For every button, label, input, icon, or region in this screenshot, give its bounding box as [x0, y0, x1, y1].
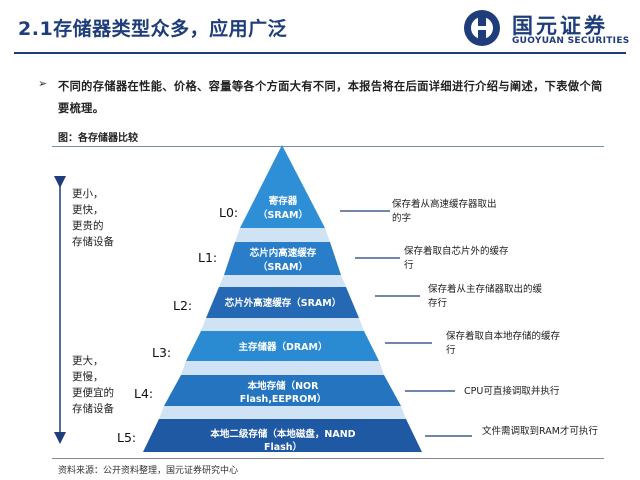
- company-logo: 国元证券 GUOYUAN SECURITIES: [460, 8, 635, 52]
- footer-divider: [52, 458, 604, 459]
- tier-l2-line: 芯片外高速缓存（SRAM）: [225, 297, 341, 309]
- logo-english-name: GUOYUAN SECURITIES: [512, 36, 630, 46]
- tier-l5: [143, 419, 422, 452]
- tier-l1-line: （SRAM）: [258, 261, 308, 273]
- tier-band: [201, 318, 364, 331]
- tier-l1: [224, 242, 341, 275]
- bullet-text: 不同的存储器在性能、价格、容量等各个方面大有不同，本报告将在后面详细进行介绍与阐…: [58, 80, 603, 115]
- page-title: 2.1存储器类型众多，应用广泛: [18, 18, 288, 40]
- tier-l0-line: 寄存器: [269, 195, 298, 207]
- level-label-l4: L4:: [134, 386, 154, 401]
- level-desc-l0: 保存着从高速缓存器取出的字: [392, 199, 497, 224]
- level-label-l3: L3:: [152, 345, 172, 360]
- side-note-line: 存储设备: [72, 236, 114, 248]
- tier-l3: [186, 331, 379, 361]
- tier-band: [235, 228, 330, 242]
- logo-name: 国元证券: [512, 14, 608, 38]
- tier-l1-line: 芯片内高速缓存: [250, 247, 317, 259]
- guoyuan-logo-icon: [464, 10, 500, 46]
- tier-l5-line: 本地二级存储（本地磁盘，NAND: [210, 428, 355, 440]
- level-desc-l1: 保存着取自芯片外的缓存行: [404, 246, 509, 271]
- tier-l4-line: Flash,EEPROM）: [240, 393, 326, 405]
- level-label-l2: L2:: [173, 298, 193, 313]
- page-header: 2.1存储器类型众多，应用广泛 国元证券 GUOYUAN SECURITIES: [0, 0, 640, 58]
- level-label-l5: L5:: [117, 430, 137, 445]
- side-note-line: 更便宜的: [72, 387, 114, 399]
- tier-band: [219, 275, 346, 287]
- tier-l4: [164, 375, 401, 406]
- level-desc-l2: 保存着从主存储器取出的缓存行: [428, 284, 543, 309]
- arrow-right-icon: ➢: [38, 77, 48, 90]
- side-note-line: 更大，: [72, 355, 104, 367]
- figure-top-divider: [52, 146, 604, 147]
- header-divider: [14, 52, 626, 54]
- tier-band: [159, 406, 406, 419]
- side-note-line: 更快，: [72, 204, 104, 216]
- tier-l5-line: Flash）: [264, 441, 302, 453]
- level-label-l0: L0:: [219, 205, 239, 220]
- level-desc-l3: 保存着取自本地存储的缓存行: [446, 331, 561, 356]
- tier-l0-line: （SRAM）: [258, 209, 308, 221]
- level-desc-l5: 文件需调取到RAM才可执行: [482, 426, 598, 437]
- side-note-line: 更小，: [72, 188, 104, 200]
- tier-l4-line: 本地存储（NOR: [248, 380, 320, 392]
- figure-caption: 图：各存储器比较: [58, 133, 138, 144]
- level-label-l1: L1:: [198, 250, 218, 265]
- tier-l3-line: 主存储器（DRAM）: [238, 341, 327, 353]
- tier-l0: [240, 145, 325, 228]
- tier-l2: [206, 287, 359, 318]
- side-note-bottom: 更大， 更慢， 更便宜的 存储设备: [72, 353, 132, 417]
- source-note: 资料来源：公开资料整理，国元证券研究中心: [58, 466, 239, 476]
- level-desc-l4: CPU可直接调取并执行: [464, 386, 560, 397]
- side-note-top: 更小， 更快， 更贵的 存储设备: [72, 186, 132, 250]
- side-note-line: 更慢，: [72, 371, 104, 383]
- side-note-line: 更贵的: [72, 220, 104, 232]
- side-note-line: 存储设备: [72, 403, 114, 415]
- tier-band: [181, 361, 384, 375]
